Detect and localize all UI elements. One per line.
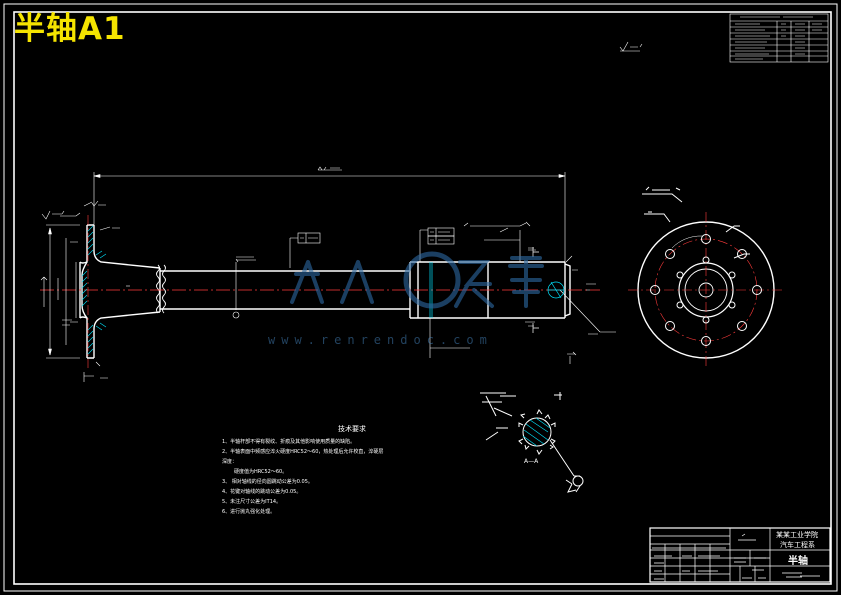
overall-length-dimension (93, 166, 566, 262)
watermark-url: www.renrendoc.com (268, 333, 493, 347)
inner-frame (13, 11, 832, 585)
school-name-line-1: 某某工业学院 (776, 531, 818, 539)
flange-section-hatch (81, 225, 107, 355)
requirement-line: 4、花键对轴线的跳动公差为0.05。 (222, 489, 302, 495)
flange-dimensions (40, 200, 120, 382)
break-lines (156, 264, 166, 314)
requirement-line: 2、半轴表面中频感应淬火硬度HRC52～60，热处理后允许校直，淬硬层 (222, 449, 384, 455)
spline-section (480, 392, 584, 493)
shaft-end-detail (429, 262, 565, 318)
section-label: A—A (524, 458, 539, 465)
surface-roughness-note (619, 41, 643, 52)
section-marks (532, 247, 539, 333)
requirement-line: 5、未注尺寸公差为IT14。 (222, 499, 282, 505)
technical-requirements-title: 技术要求 (338, 425, 366, 433)
shaft-dimension-notes (126, 221, 616, 364)
requirement-line: 1、半轴杆部不得有裂纹、折痕及其他影响使用质量的缺陷。 (222, 439, 356, 445)
watermark-logo (290, 251, 544, 309)
title-block (649, 527, 831, 583)
sheet-title: 半轴A1 (14, 11, 126, 47)
flange-end-view (628, 186, 784, 368)
school-name-line-2: 汽车工程系 (780, 541, 815, 549)
technical-requirements: 技术要求 1、半轴杆部不得有裂纹、折痕及其他影响使用质量的缺陷。 2、半轴表面中… (222, 424, 482, 517)
parameter-table (729, 13, 829, 63)
requirement-line: 6、进行抛丸强化处理。 (222, 509, 276, 515)
requirement-line: 深度： (222, 459, 238, 465)
requirement-line: 硬度值为HRC52～60。 (234, 469, 288, 475)
part-name: 半轴 (788, 556, 808, 567)
requirement-line: 3、 相对轴线的径向圆跳动公差为0.05。 (222, 479, 313, 485)
outer-border (3, 3, 838, 592)
